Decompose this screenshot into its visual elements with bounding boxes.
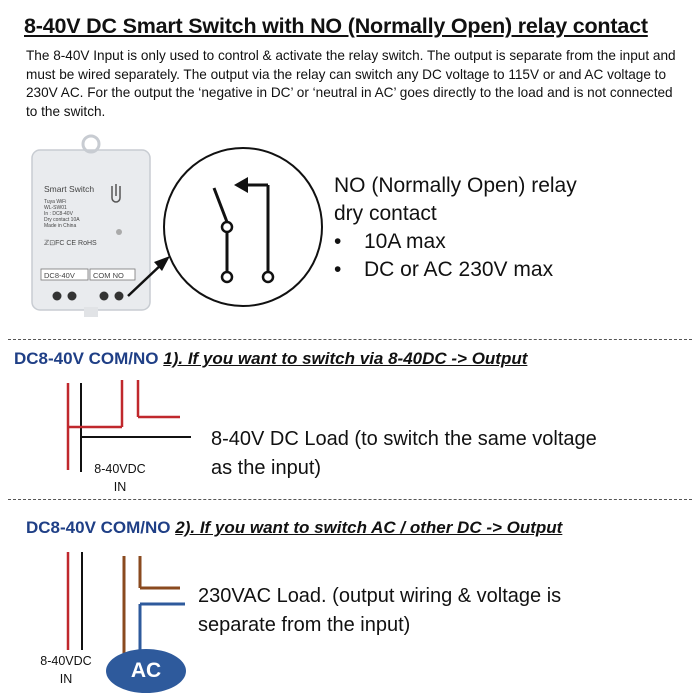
device-spec-5: Made in China (44, 223, 76, 229)
port-output-label: COM NO (93, 271, 124, 280)
section2-terminal-label: DC8-40V COM/NO (26, 518, 171, 537)
section1-input-sub: IN (113, 480, 127, 494)
section2-load-line1: 230VAC Load. (output wiring & voltage is (198, 585, 562, 607)
section1-terminal-label: DC8-40V COM/NO (14, 349, 159, 368)
device-spec-1: Tuya WiFi (44, 199, 66, 205)
relay-description: NO (Normally Open) relay dry contact (334, 172, 577, 228)
page-title: 8-40V DC Smart Switch with NO (Normally … (24, 14, 648, 38)
relay-title: NO (Normally Open) relay (334, 174, 577, 197)
section-divider (8, 339, 692, 340)
bullet-icon: • (334, 230, 342, 253)
section1-input-label: 8-40VDC IN (84, 460, 156, 496)
ac-badge: AC (106, 649, 186, 693)
terminal-screw-icon (52, 291, 62, 301)
terminal-screw-icon (67, 291, 77, 301)
section1-heading: DC8-40V COM/NO 1). If you want to switch… (14, 349, 527, 369)
section2-question: 2). If you want to switch AC / other DC … (175, 518, 563, 537)
section2-load-line2: separate from the input) (198, 614, 411, 636)
smart-switch-device: Smart Switch Tuya WiFi WL-SW01 In : DC8-… (31, 134, 151, 317)
device-spec-2: WL-SW01 (44, 205, 67, 211)
terminal-screw-icon (114, 291, 124, 301)
section1-load-line2: as the input) (211, 457, 322, 479)
section1-wiring (66, 380, 191, 472)
section-divider (8, 499, 692, 500)
section1-load-line1: 8-40V DC Load (to switch the same voltag… (211, 428, 597, 450)
spec-voltage: DC or AC 230V max (364, 258, 554, 281)
section1-load-text: 8-40V DC Load (to switch the same voltag… (211, 425, 597, 483)
list-item: • DC or AC 230V max (334, 256, 553, 284)
port-input-label: DC8-40V (44, 271, 75, 280)
status-led-icon (116, 229, 122, 235)
device-spec-4: Dry contact 10A (44, 217, 80, 223)
section2-input-sub: IN (59, 672, 73, 686)
device-switch-icon (111, 184, 121, 203)
relay-spec-list: • 10A max • DC or AC 230V max (334, 228, 553, 284)
relay-subtitle: dry contact (334, 202, 437, 225)
section1-question: 1). If you want to switch via 8-40DC -> … (163, 349, 528, 368)
device-name: Smart Switch (44, 184, 94, 194)
certification-marks: ℤ⊡FC CE RoHS (44, 239, 97, 247)
terminal-screw-icon (99, 291, 109, 301)
device-spec-3: In : DC8-40V (44, 211, 74, 217)
section2-wiring (66, 552, 185, 655)
pointer-arrow-icon (127, 256, 170, 297)
intro-paragraph: The 8-40V Input is only used to control … (26, 48, 676, 119)
bullet-icon: • (334, 258, 342, 281)
section2-input-voltage: 8-40VDC (40, 654, 92, 668)
section2-load-text: 230VAC Load. (output wiring & voltage is… (198, 582, 561, 640)
relay-contact-symbol (163, 147, 323, 307)
list-item: • 10A max (334, 228, 553, 256)
section2-heading: DC8-40V COM/NO 2). If you want to switch… (26, 518, 562, 538)
spec-current: 10A max (364, 230, 446, 253)
section2-input-label: 8-40VDC IN (28, 652, 104, 688)
section1-input-voltage: 8-40VDC (94, 462, 146, 476)
